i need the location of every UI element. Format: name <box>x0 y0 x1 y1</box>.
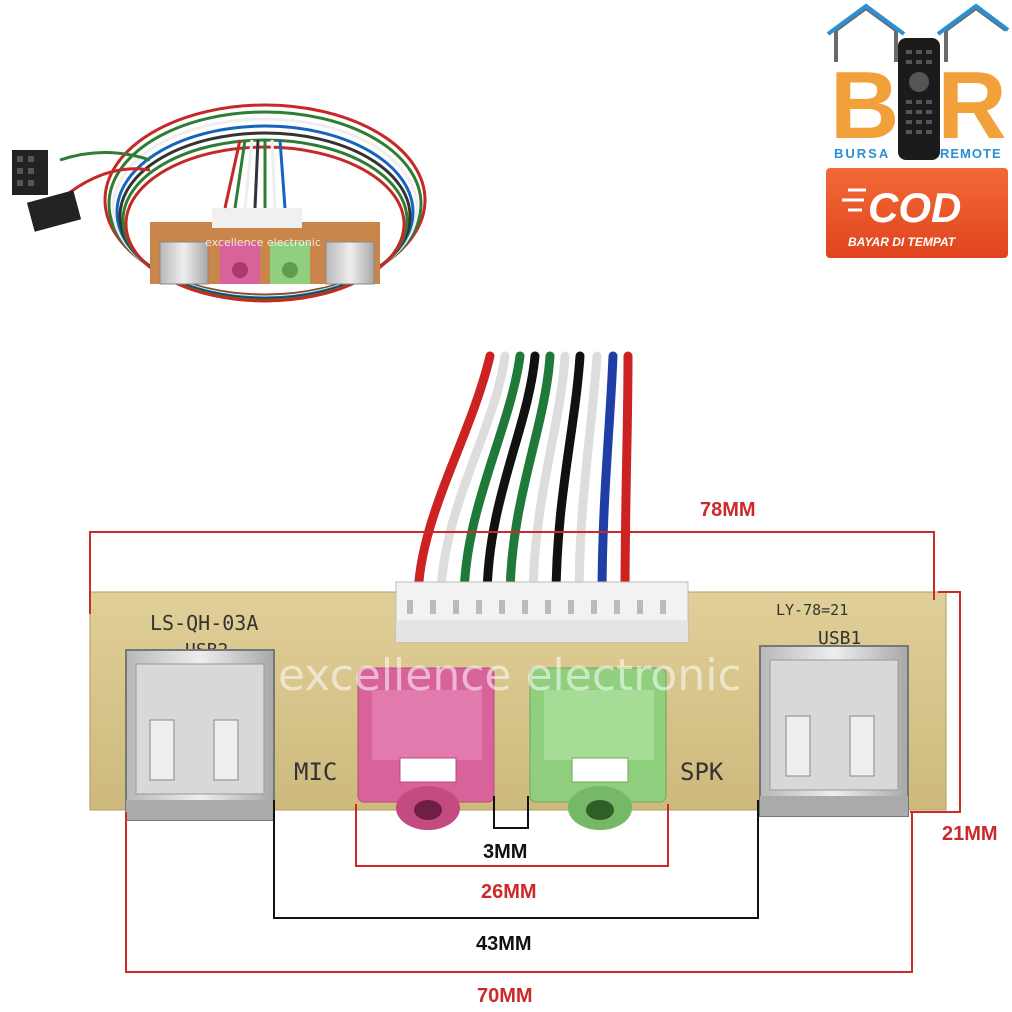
cod-subtitle: BAYAR DI TEMPAT <box>848 235 957 249</box>
mic-label: MIC <box>294 758 337 786</box>
board-revision-label: LY-78=21 <box>776 601 848 619</box>
cod-badge <box>826 168 1008 258</box>
usb-port-right <box>759 645 909 817</box>
board-model-label: LS-QH-03A <box>150 611 258 635</box>
usb-port-left <box>125 649 275 821</box>
usb1-label: USB1 <box>818 628 861 649</box>
dimension-annotations <box>89 531 961 973</box>
main-board-view: LS-QH-03A LY-78=21 USB2 USB1 MIC SPK <box>89 351 947 830</box>
brand-right: REMOTE <box>940 146 1002 161</box>
dim-label-width-top: 78MM <box>700 499 756 521</box>
dim-line-jack-span <box>355 804 669 867</box>
dim-label-usb-span: 43MM <box>476 933 532 955</box>
ribbon-wires <box>413 351 633 605</box>
spk-label: SPK <box>680 758 724 786</box>
dim-label-height: 21MM <box>942 823 998 845</box>
watermark-text: excellence electronic <box>278 650 742 701</box>
speed-lines-icon <box>842 188 866 212</box>
dimension-labels: 78MM 21MM 3MM 26MM 43MM 70MM <box>476 499 998 1007</box>
spk-audio-jack <box>529 667 667 830</box>
dim-label-jack-gap: 3MM <box>483 841 527 863</box>
remote-control-icon <box>898 38 940 160</box>
thumbnail-cable-assembly: excellence electronic <box>12 103 427 303</box>
thumbnail-watermark: excellence electronic <box>205 236 321 249</box>
mic-audio-jack <box>357 667 495 830</box>
brand-left: BURSA <box>834 146 890 161</box>
cod-title: COD <box>868 184 961 231</box>
dim-line-jack-gap <box>493 796 529 829</box>
dim-label-jack-span: 26MM <box>481 881 537 903</box>
dim-label-width-bottom: 70MM <box>477 985 533 1007</box>
store-logo: BR BURSA REMOTE COD BAYAR DI TEMPAT <box>826 3 1010 258</box>
dim-line-usb-span <box>273 800 759 919</box>
dim-line-width-bottom <box>125 812 913 973</box>
dim-line-height <box>910 591 961 813</box>
dim-line-width-top <box>89 531 935 614</box>
